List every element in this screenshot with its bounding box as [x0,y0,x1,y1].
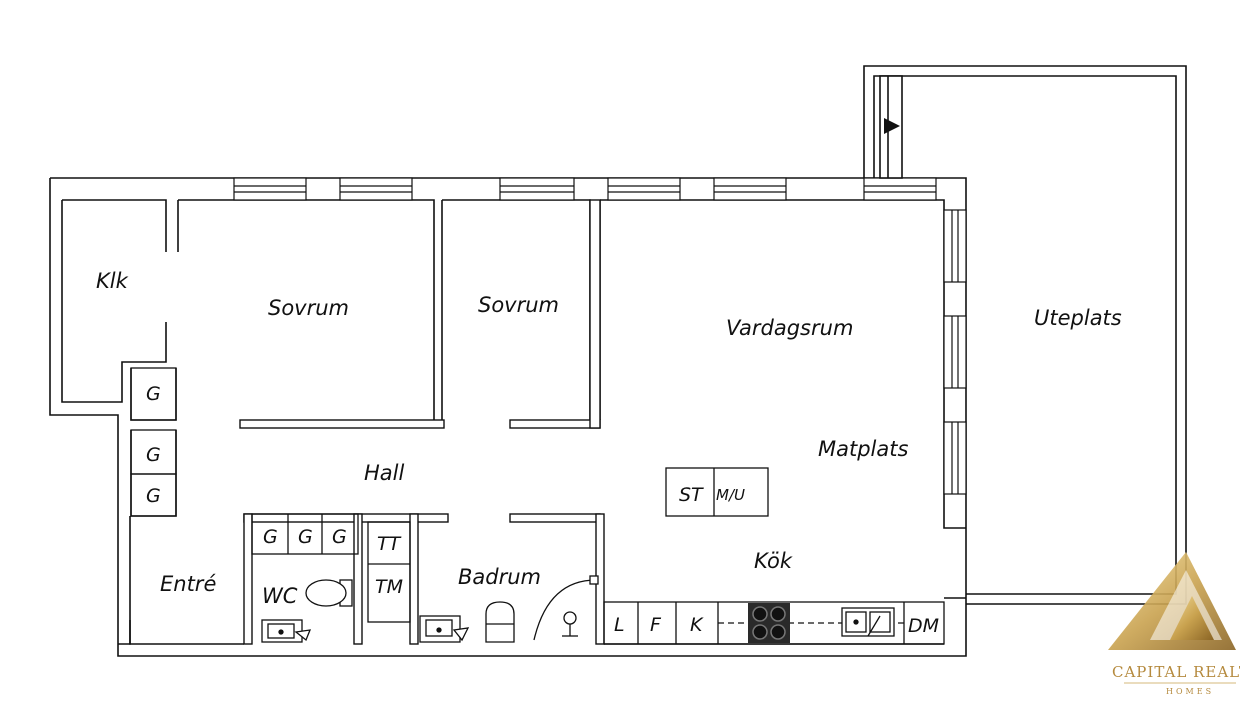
label-g-4: G [263,526,278,548]
label-tt: TT [377,533,402,555]
bath-toilet-icon [485,601,515,643]
terrace-outline [863,65,1187,605]
brand-logo: CAPITAL REALTI HOMES [1108,552,1240,696]
logo-tagline: HOMES [1166,687,1214,696]
kitchen-sink-icon [841,607,895,637]
label-g-3: G [146,485,161,507]
label-g-1: G [146,383,161,405]
label-badrum: Badrum [458,565,541,589]
entry-arrow-icon [884,118,900,134]
label-g-5: G [298,526,313,548]
label-klk: Klk [96,269,129,293]
label-kok: Kök [754,549,793,573]
logo-name: CAPITAL REALTI [1112,663,1240,681]
interior-walls [239,199,966,645]
label-matplats: Matplats [818,437,908,461]
label-uteplats: Uteplats [1034,306,1122,330]
label-wc: WC [262,584,298,608]
label-sovrum-2: Sovrum [478,293,559,317]
label-k: K [690,614,704,636]
label-mu: M/U [716,486,745,504]
label-f: F [650,614,662,636]
wc-fixtures [261,579,353,643]
windows-top [233,177,937,201]
stove-icon [748,603,790,643]
label-entre: Entré [160,572,216,596]
label-g-2: G [146,444,161,466]
laundry-block [665,467,769,517]
shower-drain-icon [563,611,577,625]
label-sovrum-1: Sovrum [268,296,349,320]
label-vardagsrum: Vardagsrum [726,316,853,340]
label-l: L [614,614,625,636]
bathroom-fixtures [419,575,599,643]
label-dm: DM [908,615,939,637]
wardrobes [130,367,411,623]
toilet-icon [305,579,347,607]
label-tm: TM [375,576,403,598]
shower-curtain-icon [533,579,597,641]
label-hall: Hall [364,461,404,485]
windows-right [943,209,967,495]
label-g-6: G [332,526,347,548]
label-st: ST [679,484,704,506]
